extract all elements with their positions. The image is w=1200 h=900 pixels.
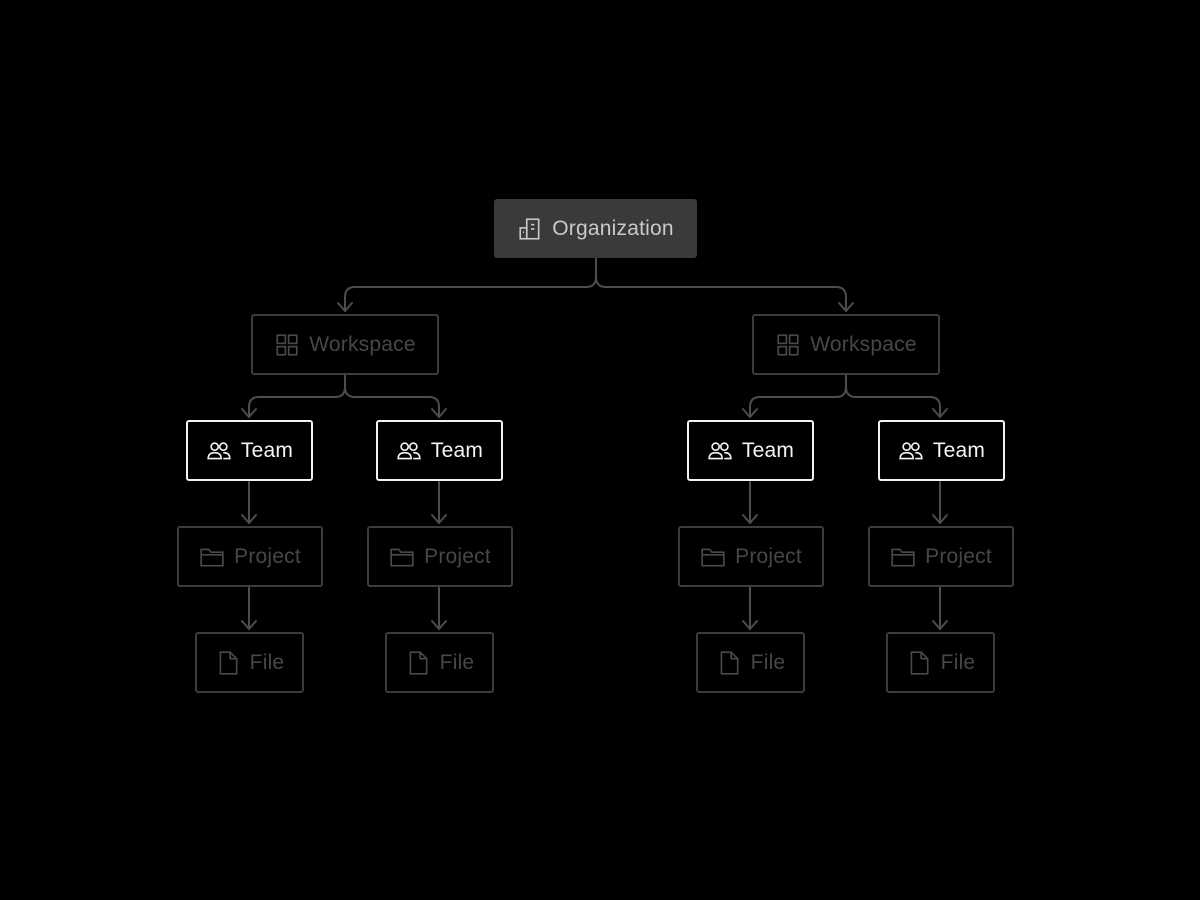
project-label: Project	[234, 544, 301, 568]
connector-org-to-workspace-2	[595, 257, 847, 312]
users-icon	[206, 438, 232, 464]
users-icon	[707, 438, 733, 464]
team-label: Team	[240, 438, 294, 462]
team-node-2[interactable]: Team	[376, 420, 503, 481]
file-icon	[215, 650, 241, 676]
file-node-4[interactable]: File	[886, 632, 995, 693]
project-node-3[interactable]: Project	[678, 526, 824, 587]
arrowhead-file-1	[241, 620, 257, 630]
connector-org-to-workspace-1	[344, 257, 597, 312]
team-label: Team	[741, 438, 795, 462]
workspace-label: Workspace	[810, 332, 917, 356]
folder-icon	[389, 544, 415, 570]
organization-node[interactable]: Organization	[494, 199, 697, 258]
team-node-1[interactable]: Team	[186, 420, 313, 481]
file-node-1[interactable]: File	[195, 632, 304, 693]
arrowhead-file-4	[932, 620, 948, 630]
file-icon	[906, 650, 932, 676]
project-node-1[interactable]: Project	[177, 526, 323, 587]
file-label: File	[249, 650, 285, 674]
connector-workspace-2-to-team-3	[749, 373, 847, 418]
arrowhead-file-3	[742, 620, 758, 630]
grid-icon	[775, 332, 801, 358]
grid-icon	[274, 332, 300, 358]
project-node-4[interactable]: Project	[868, 526, 1014, 587]
workspace-node-2[interactable]: Workspace	[752, 314, 940, 375]
file-node-3[interactable]: File	[696, 632, 805, 693]
folder-icon	[199, 544, 225, 570]
connector-workspace-1-to-team-1	[248, 373, 346, 418]
workspace-node-1[interactable]: Workspace	[251, 314, 439, 375]
file-icon	[405, 650, 431, 676]
arrowhead-project-3	[742, 514, 758, 524]
connector-workspace-1-to-team-2	[344, 373, 440, 418]
arrowhead-team-4	[932, 408, 948, 418]
building-icon	[517, 216, 543, 242]
workspace-label: Workspace	[309, 332, 416, 356]
arrowhead-project-1	[241, 514, 257, 524]
team-node-4[interactable]: Team	[878, 420, 1005, 481]
team-label: Team	[430, 438, 484, 462]
users-icon	[396, 438, 422, 464]
arrowhead-team-2	[431, 408, 447, 418]
project-label: Project	[424, 544, 491, 568]
file-label: File	[940, 650, 976, 674]
file-node-2[interactable]: File	[385, 632, 494, 693]
folder-icon	[890, 544, 916, 570]
arrowhead-team-3	[742, 408, 758, 418]
file-label: File	[439, 650, 475, 674]
project-label: Project	[735, 544, 802, 568]
team-label: Team	[932, 438, 986, 462]
arrowhead-file-2	[431, 620, 447, 630]
arrowhead-project-4	[932, 514, 948, 524]
file-icon	[716, 650, 742, 676]
arrowhead-team-1	[241, 408, 257, 418]
users-icon	[898, 438, 924, 464]
arrowhead-workspace-2	[838, 302, 854, 312]
organization-label: Organization	[552, 216, 674, 240]
folder-icon	[700, 544, 726, 570]
arrowhead-workspace-1	[337, 302, 353, 312]
arrowhead-project-2	[431, 514, 447, 524]
project-node-2[interactable]: Project	[367, 526, 513, 587]
file-label: File	[750, 650, 786, 674]
project-label: Project	[925, 544, 992, 568]
connector-workspace-2-to-team-4	[845, 373, 941, 418]
team-node-3[interactable]: Team	[687, 420, 814, 481]
